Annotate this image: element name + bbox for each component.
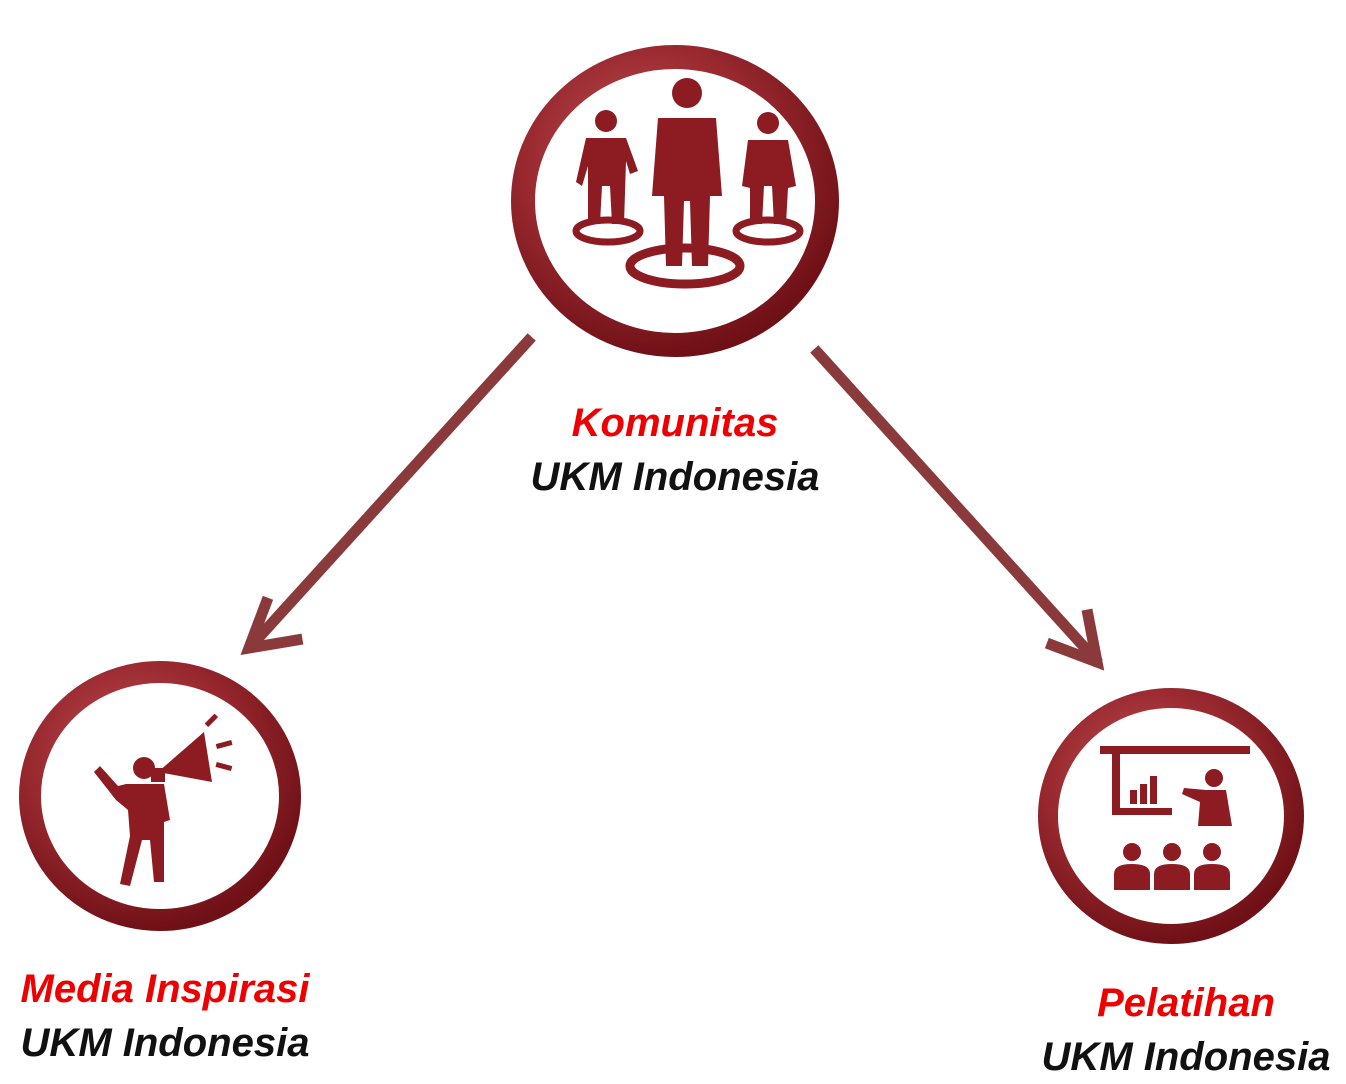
arrow-to-pelatihan [810,345,1105,671]
training-presentation-icon [1100,746,1250,890]
komunitas-node [510,45,840,357]
media-title: Media Inspirasi [20,967,310,1011]
media-label: Media Inspirasi UKM Indonesia [0,962,330,1070]
komunitas-circle [511,45,839,357]
komunitas-title: Komunitas [571,401,779,445]
komunitas-subtitle: UKM Indonesia [530,455,820,499]
media-subtitle: UKM Indonesia [20,1021,310,1065]
media-node [18,660,302,932]
megaphone-speaker-icon [94,713,233,886]
komunitas-label: Komunitas UKM Indonesia [445,396,905,504]
pelatihan-title: Pelatihan [1097,981,1275,1025]
pelatihan-circle [1038,688,1304,944]
pelatihan-subtitle: UKM Indonesia [1041,1035,1331,1079]
media-circle [19,661,301,931]
arrow-to-media [240,333,536,655]
pelatihan-node [1036,686,1306,946]
community-people-icon [572,78,804,289]
pelatihan-label: Pelatihan UKM Indonesia [1026,976,1346,1084]
